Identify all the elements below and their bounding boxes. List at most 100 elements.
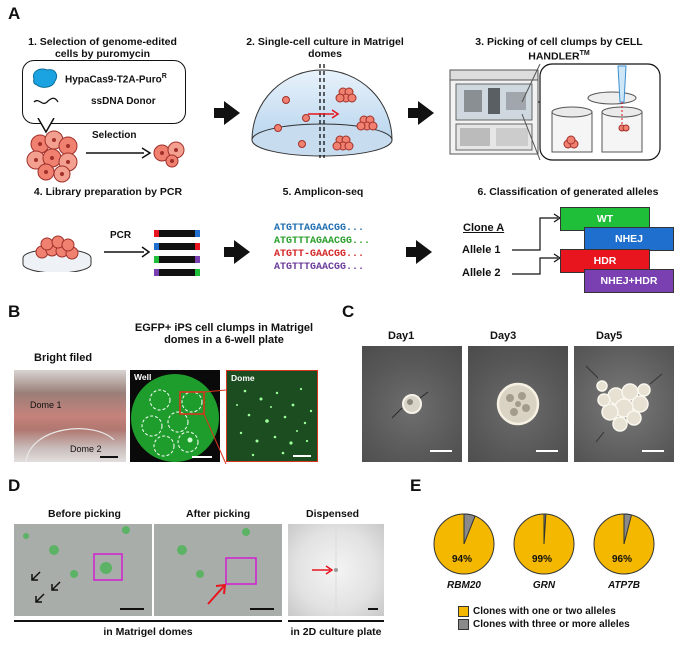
flow-arrow-3-stem	[224, 247, 234, 257]
pie-rbm20: 94% RBM20	[432, 512, 496, 591]
sequence-read: ATGTTTAGAACGG...	[274, 236, 371, 247]
picking-detail-diagram	[538, 63, 661, 161]
dome-outline	[25, 428, 115, 462]
legend-swatch	[458, 606, 469, 617]
egfp-title: EGFP+ iPS cell clumps in Matrigel domes …	[134, 322, 314, 346]
day5-label: Day5	[596, 330, 623, 342]
pie-gene: RBM20	[447, 580, 481, 591]
selection-label: Selection	[92, 130, 137, 141]
pcr-amplicons-icon	[154, 230, 200, 276]
scale-bar	[250, 608, 274, 610]
cell-cluster-icon	[26, 130, 78, 183]
pie-slice-minor	[543, 513, 547, 545]
legend-label: Clones with three or more alleles	[473, 619, 630, 630]
sequence-list: ATGTTAGAACGG... ATGTTTAGAACGG... ATGTT-G…	[274, 222, 370, 274]
pie-chart	[593, 513, 655, 575]
allele1-label: Allele 1	[462, 244, 501, 256]
zoom-lines	[203, 389, 227, 465]
dome-image	[236, 387, 313, 457]
pie-chart	[513, 513, 575, 575]
day5-cell	[585, 365, 663, 443]
dome-photo: Dome	[226, 370, 318, 462]
pie-chart	[433, 513, 495, 575]
flow-arrow-4-stem	[406, 247, 416, 257]
step5-caption: 5. Amplicon-seq	[282, 186, 364, 198]
sequence-read: ATGTT-GAACGG...	[274, 249, 365, 260]
before-picking-label: Before picking	[48, 508, 121, 520]
dispensed-photo	[288, 524, 384, 616]
pie-gene: GRN	[532, 580, 556, 591]
panel-e-letter: E	[410, 476, 422, 495]
flow-arrow-4	[416, 240, 432, 264]
sequence-read: ATGTTAGAACGG...	[274, 223, 365, 234]
scale-bar	[192, 456, 212, 458]
before-picking-photo	[14, 524, 152, 616]
day3-label: Day3	[490, 330, 517, 342]
selected-cells-icon	[153, 141, 185, 168]
selection-arrow	[86, 147, 152, 159]
step4-caption: 4. Library preparation by PCR	[33, 186, 183, 198]
scale-bar	[642, 450, 664, 452]
pie-grn: 99% GRN	[512, 512, 576, 591]
plate-underline	[288, 620, 384, 622]
day1-label: Day1	[388, 330, 415, 342]
ssdna-icon	[33, 97, 59, 105]
day3-cell	[496, 382, 540, 426]
panel-b-letter: B	[8, 302, 21, 321]
after-picking-photo	[154, 524, 282, 616]
pcr-label: PCR	[110, 230, 132, 241]
flow-arrow-2-stem	[408, 108, 418, 118]
step3-caption: 3. Picking of cell clumps by CELL HANDLE…	[475, 36, 643, 63]
step1-callout: HypaCas9-T2A-PuroR ssDNA Donor	[22, 60, 186, 124]
step1-caption: 1. Selection of genome-edited cells by p…	[28, 36, 177, 60]
panel-c-letter: C	[342, 302, 355, 321]
legend-swatch	[458, 619, 469, 630]
callout-tail	[37, 118, 55, 134]
scale-bar	[368, 608, 378, 610]
cas9-protein-icon	[32, 68, 58, 88]
matrigel-dome-diagram	[251, 64, 393, 158]
well-image	[131, 374, 219, 462]
allele-type-nhej-hdr: NHEJ+HDR	[584, 269, 674, 293]
scale-bar	[536, 450, 558, 452]
pie-percent: 99%	[532, 554, 553, 565]
scale-bar	[293, 455, 311, 457]
panel-d-letter: D	[8, 476, 21, 495]
cell-dish-icon	[22, 235, 92, 272]
cas9-label: HypaCas9-T2A-PuroR	[65, 73, 167, 86]
matrigel-underline	[14, 620, 282, 622]
legend-item-minor: Clones with three or more alleles	[458, 619, 630, 630]
pie-slice-minor	[623, 513, 633, 545]
panel-a-letter: A	[8, 4, 21, 23]
step6-caption: 6. Classification of generated alleles	[477, 186, 659, 198]
dome-label: Dome	[231, 373, 255, 383]
step2-caption: 2. Single-cell culture in Matrigel domes	[246, 36, 404, 60]
pcr-arrow	[104, 246, 150, 258]
pie-percent: 96%	[612, 554, 633, 565]
detail-callout-lines	[521, 63, 541, 161]
well-label: Well	[134, 372, 152, 382]
flow-arrow-1-stem	[214, 108, 224, 118]
legend-label: Clones with one or two alleles	[473, 606, 616, 617]
dispensed-label: Dispensed	[306, 508, 360, 520]
plate-label: in 2D culture plate	[290, 626, 382, 638]
bright-field-photo: Dome 1 Dome 2	[14, 370, 126, 462]
pie-gene: ATP7B	[607, 580, 641, 591]
day3-photo	[468, 346, 568, 462]
day1-photo	[362, 346, 462, 462]
before-picking-image	[23, 526, 130, 603]
flow-arrow-3	[234, 240, 250, 264]
day5-photo	[574, 346, 674, 462]
after-picking-image	[177, 528, 257, 605]
day1-cell	[391, 391, 429, 419]
pie-percent: 94%	[452, 554, 473, 565]
clone-label: Clone A	[463, 222, 505, 234]
cell-handler-machine	[449, 69, 539, 155]
flow-arrow-2	[418, 101, 434, 125]
allele2-label: Allele 2	[462, 267, 501, 279]
flow-arrow-1	[224, 101, 240, 125]
dome1-label: Dome 1	[30, 400, 62, 410]
dispensed-image	[312, 524, 338, 616]
scale-bar	[100, 456, 118, 458]
pie-atp7b: 96% ATP7B	[592, 512, 656, 591]
